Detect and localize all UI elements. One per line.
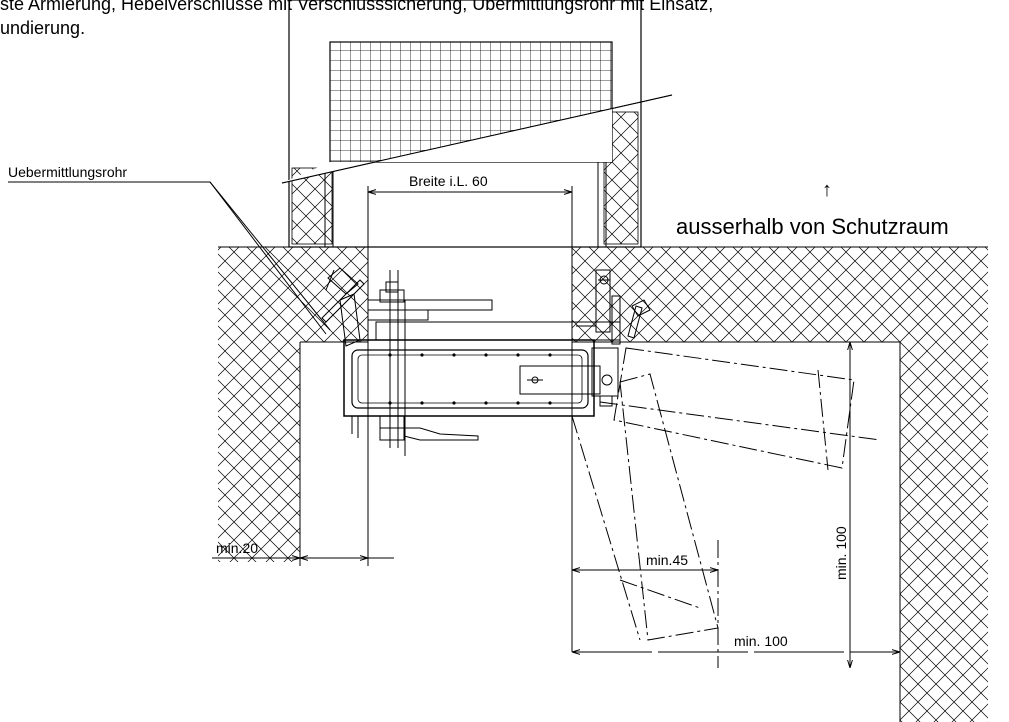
hood-outline bbox=[288, 0, 642, 248]
caption-line-1: ste Armierung, Hebelverschlüsse mit Vers… bbox=[0, 0, 714, 14]
min45-label: min.45 bbox=[646, 552, 688, 568]
up-arrow-icon: ↑ bbox=[822, 179, 832, 201]
caption-line-2: undierung. bbox=[0, 18, 86, 38]
outside-label: ausserhalb von Schutzraum bbox=[676, 214, 949, 239]
left-lever bbox=[321, 267, 365, 438]
door-frame bbox=[343, 339, 595, 417]
width-label: Breite i.L. 60 bbox=[409, 173, 488, 189]
door-open-position bbox=[571, 347, 881, 668]
ground-left bbox=[218, 247, 368, 562]
ground-right bbox=[572, 247, 988, 722]
min100-h-label: min. 100 bbox=[734, 633, 788, 649]
door-leaf bbox=[351, 349, 589, 409]
rivets bbox=[388, 353, 552, 405]
min100-v-label: min. 100 bbox=[833, 526, 849, 580]
right-lever bbox=[576, 269, 651, 407]
pipe-label: Uebermittlungsrohr bbox=[8, 164, 127, 180]
min20-label: min.20 bbox=[216, 540, 258, 556]
